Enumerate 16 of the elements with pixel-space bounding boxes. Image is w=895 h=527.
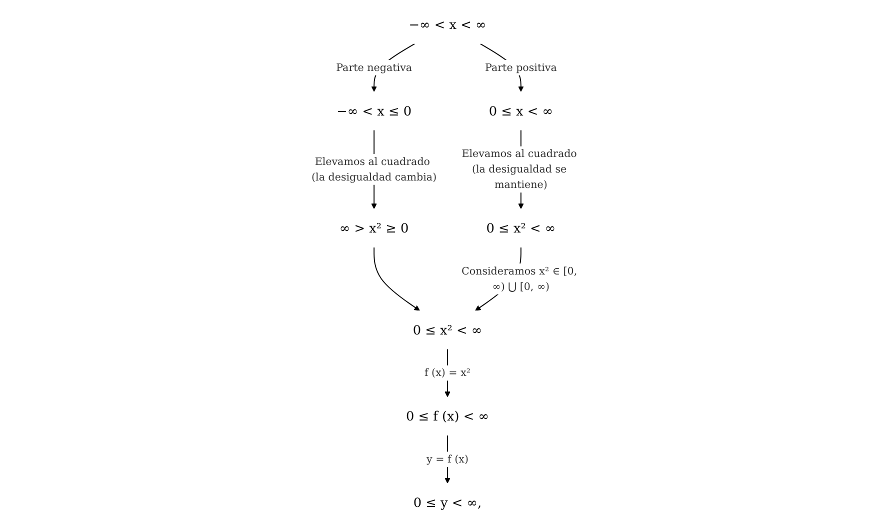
arrow xyxy=(374,246,420,311)
node-text: 0 ≤ x² < ∞ xyxy=(486,220,556,236)
edge-label: Elevamos al cuadrado (la desigualdad se mantiene) xyxy=(462,148,577,191)
edge-label: Elevamos al cuadrado (la desigualdad cambia) xyxy=(312,155,437,183)
node-text: 0 ≤ f (x) < ∞ xyxy=(406,408,490,424)
node-text: ∞ > x² ≥ 0 xyxy=(339,220,409,236)
edge-label: Parte positiva xyxy=(485,61,557,74)
edge-label: Parte negativa xyxy=(336,61,412,74)
node-text: −∞ < x ≤ 0 xyxy=(336,103,412,119)
node-text: −∞ < x < ∞ xyxy=(408,16,486,32)
edge-label: f (x) = x² xyxy=(424,366,471,379)
node-text: 0 ≤ x² < ∞ xyxy=(412,322,482,338)
node-text: 0 ≤ y < ∞, xyxy=(413,494,482,510)
edge-label: y = f (x) xyxy=(426,452,468,466)
edge-label: Consideramos x² ∈ [0, ∞) ⋃ [0, ∞) xyxy=(461,264,578,292)
node-text: 0 ≤ x < ∞ xyxy=(488,103,554,119)
